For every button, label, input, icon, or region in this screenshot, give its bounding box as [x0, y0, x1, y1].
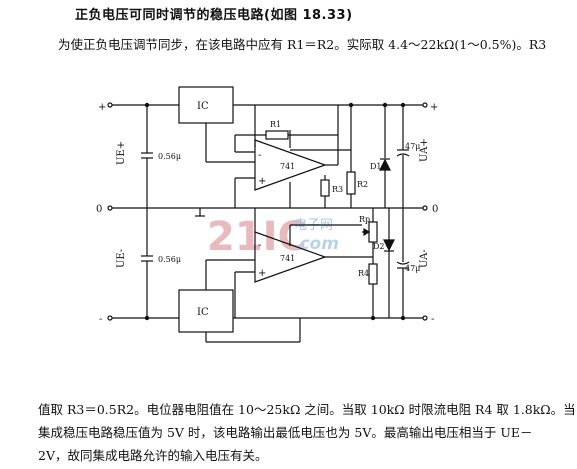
opamp-top-label: 741	[280, 162, 295, 171]
ue-plus-label: UE+	[116, 141, 127, 165]
watermark-domain: .com	[293, 234, 339, 254]
cap-in-top-label: 0.56μ	[158, 152, 181, 161]
footer-line-1: 值取 R3＝0.5R2。电位器电阻值在 10～25kΩ 之间。当取 10kΩ 时…	[38, 402, 576, 417]
negative-input-rail	[107, 315, 428, 321]
ua-minus-label: UA-	[419, 249, 430, 268]
opamp-top-minus: -	[258, 150, 261, 161]
minus-right-label: -	[431, 314, 434, 325]
diode-d2	[383, 208, 395, 318]
opamp-bottom-label: 741	[280, 254, 295, 263]
plus-left-label: +	[98, 102, 106, 113]
diode-d1	[379, 105, 391, 208]
potentiometer-rp	[362, 208, 378, 258]
positive-output-rail	[255, 102, 428, 108]
cap-in-bottom-label: 0.56μ	[158, 255, 181, 264]
r1-label: R1	[270, 120, 281, 129]
ground-right-label: 0	[432, 204, 438, 215]
resistor-r4	[345, 256, 378, 318]
ground-left-label: 0	[96, 204, 102, 215]
footer-line-3: 2V，故同集成电路允许的输入电压有关。	[38, 448, 268, 463]
opamp-top	[254, 139, 327, 191]
ue-minus-label: UE-	[116, 249, 127, 268]
resistor-r1	[234, 130, 338, 152]
footer-paragraph: 值取 R3＝0.5R2。电位器电阻值在 10～25kΩ 之间。当取 10kΩ 时…	[38, 398, 576, 467]
ua-plus-label: UA+	[419, 138, 430, 162]
intro-paragraph: 为使正负电压调节同步，在该电路中应有 R1＝R2。实际取 4.4～22kΩ(1～…	[58, 37, 547, 52]
r2-label: R2	[357, 180, 368, 189]
d1-label: D1	[370, 162, 382, 171]
plus-right-label: +	[430, 102, 438, 113]
cap-out-bottom-label: 47μ	[405, 264, 420, 273]
d2-label: D2	[373, 242, 385, 251]
input-capacitor-top	[141, 105, 153, 208]
ic-bottom-label: IC	[197, 307, 209, 318]
opamp-bottom-minus: -	[258, 240, 261, 251]
page-title: 正负电压可同时调节的稳压电路(如图 18.33)	[75, 8, 353, 23]
r3-label: R3	[332, 185, 343, 194]
resistor-r3	[320, 175, 330, 208]
ic-top-label: IC	[197, 101, 209, 112]
opamp-bottom-plus: +	[258, 268, 266, 279]
rp-label: Rp	[359, 215, 370, 224]
opamp-top-plus: +	[258, 176, 266, 187]
minus-left-label: -	[99, 314, 102, 325]
r4-label: R4	[358, 269, 369, 278]
resistor-r2	[290, 105, 356, 208]
input-capacitor-bottom	[141, 208, 153, 318]
watermark: 21IC 电子网 .com	[207, 214, 339, 260]
footer-line-2: 集成稳压电路稳压值为 5V 时，该电路输出最低电压也为 5V。最高输出电压相当于…	[38, 425, 533, 440]
cap-out-top-label: 47μ	[405, 142, 420, 151]
output-capacitor-top	[396, 105, 410, 208]
output-capacitor-bottom	[396, 208, 410, 318]
